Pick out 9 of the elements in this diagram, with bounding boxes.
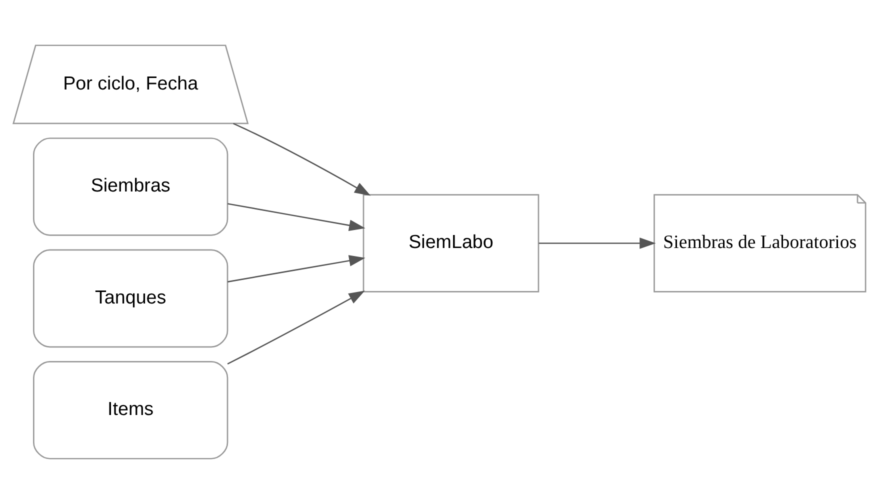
arrow: [538, 238, 656, 249]
arrow: [228, 203, 366, 231]
arrow: [233, 122, 371, 196]
node-box: Siembras: [33, 138, 228, 236]
node-box: SiemLabo: [362, 194, 540, 292]
arrow: [227, 290, 365, 365]
node-box: Items: [33, 361, 228, 460]
node-box: Tanques: [33, 249, 228, 348]
arrow: [228, 255, 366, 282]
